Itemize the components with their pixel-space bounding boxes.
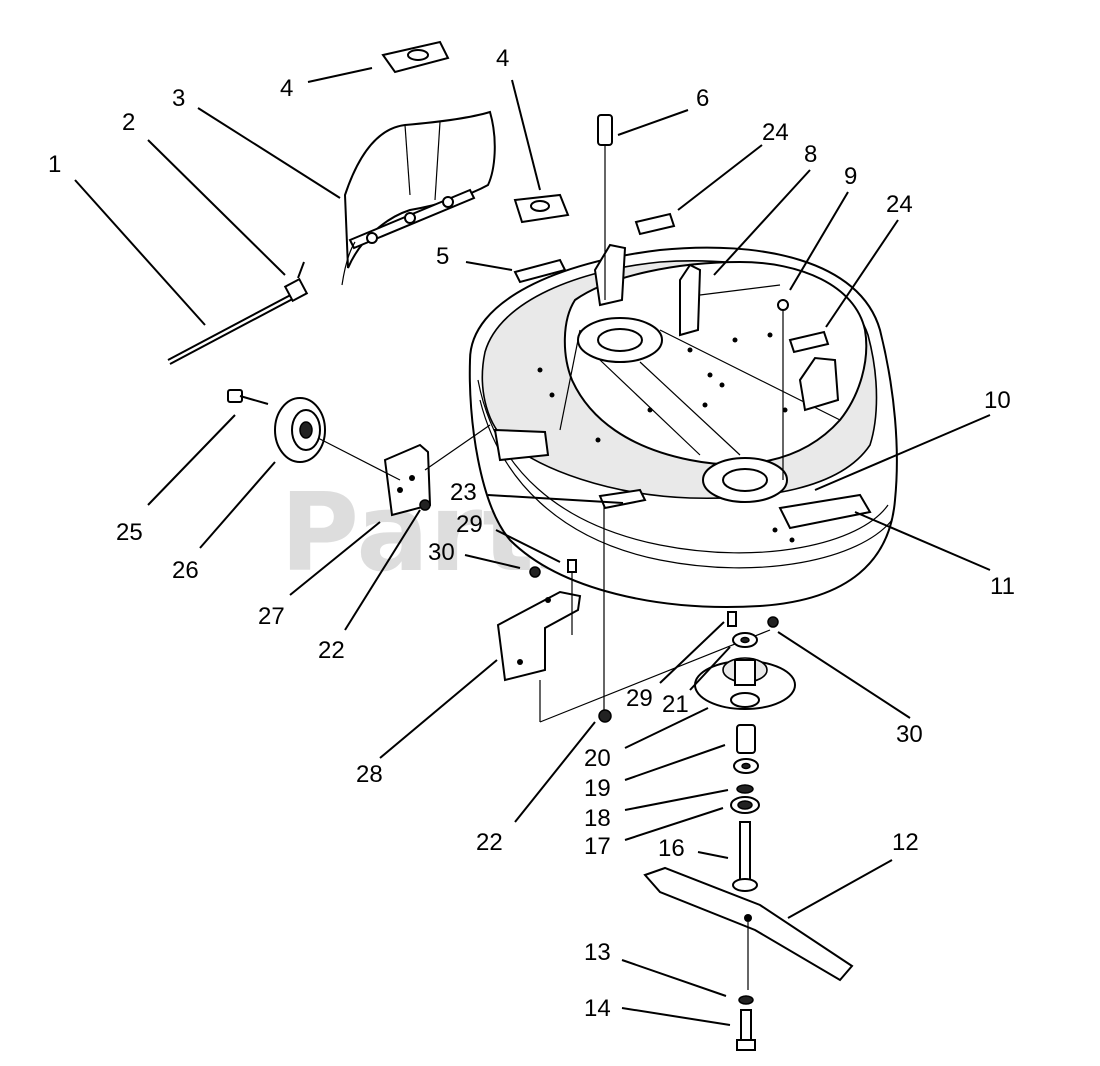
mower-deck-housing	[468, 243, 898, 608]
washer-18	[736, 784, 754, 794]
callout-30: 30	[896, 721, 923, 748]
hinge-pad-top	[381, 40, 450, 74]
discharge-chute	[341, 110, 496, 286]
nut-30a	[529, 566, 541, 578]
spacer-20	[736, 724, 756, 754]
support-bracket	[496, 590, 771, 723]
callout-5: 5	[436, 243, 449, 270]
chute-rod	[167, 289, 303, 365]
callout-22: 22	[318, 637, 345, 664]
callout-24: 24	[762, 119, 789, 146]
decal-5	[513, 258, 567, 284]
callout-9: 9	[844, 163, 857, 190]
callout-16: 16	[658, 835, 685, 862]
spindle-housing	[694, 657, 796, 710]
nut-22a	[419, 499, 431, 511]
baffle	[598, 488, 647, 510]
callout-29: 29	[456, 511, 483, 538]
pin-6	[597, 114, 613, 300]
decal-24a	[634, 212, 676, 236]
callout-numbers: 1 2 3 4 4 5 6 24 8 9 24 10 11 23 29 30 2…	[48, 45, 1015, 1022]
wheel-bracket	[317, 424, 491, 517]
deck-holes	[537, 332, 795, 543]
callout-19: 19	[584, 775, 611, 802]
callout-24: 24	[886, 191, 913, 218]
callout-30: 30	[428, 539, 455, 566]
callout-14: 14	[584, 995, 611, 1022]
washer-13	[738, 995, 754, 1005]
callout-27: 27	[258, 603, 285, 630]
callout-26: 26	[172, 557, 199, 584]
callout-6: 6	[696, 85, 709, 112]
bolt-29b	[727, 611, 737, 627]
bolt-9	[777, 299, 789, 480]
callout-21: 21	[662, 691, 689, 718]
mower-blade	[643, 866, 854, 990]
bearing-21	[732, 632, 758, 648]
callout-4: 4	[496, 45, 509, 72]
spindle-shaft-16	[732, 821, 758, 892]
callout-29: 29	[626, 685, 653, 712]
decal-24b	[788, 330, 830, 354]
callout-23: 23	[450, 479, 477, 506]
callout-2: 2	[122, 109, 135, 136]
bearing-19	[733, 758, 759, 774]
callout-18: 18	[584, 805, 611, 832]
callout-4: 4	[280, 75, 293, 102]
pulley-17	[730, 796, 760, 814]
callout-10: 10	[984, 387, 1011, 414]
callout-13: 13	[584, 939, 611, 966]
leader-lines	[74, 67, 991, 1026]
callout-20: 20	[584, 745, 611, 772]
torsion-spring	[283, 261, 309, 303]
callout-28: 28	[356, 761, 383, 788]
nut-30b	[767, 616, 779, 628]
callout-11: 11	[990, 573, 1015, 600]
callout-1: 1	[48, 151, 61, 178]
callout-17: 17	[584, 833, 611, 860]
hinge-pad-right	[513, 193, 570, 224]
callout-25: 25	[116, 519, 143, 546]
callout-8: 8	[804, 141, 817, 168]
blade-bolt-14	[736, 1009, 756, 1051]
callout-12: 12	[892, 829, 919, 856]
bolt-29a	[567, 559, 577, 635]
nut-22b	[598, 709, 612, 723]
callout-22: 22	[476, 829, 503, 856]
gauge-wheel	[274, 397, 326, 463]
callout-3: 3	[172, 85, 185, 112]
wheel-bolt	[227, 389, 269, 405]
